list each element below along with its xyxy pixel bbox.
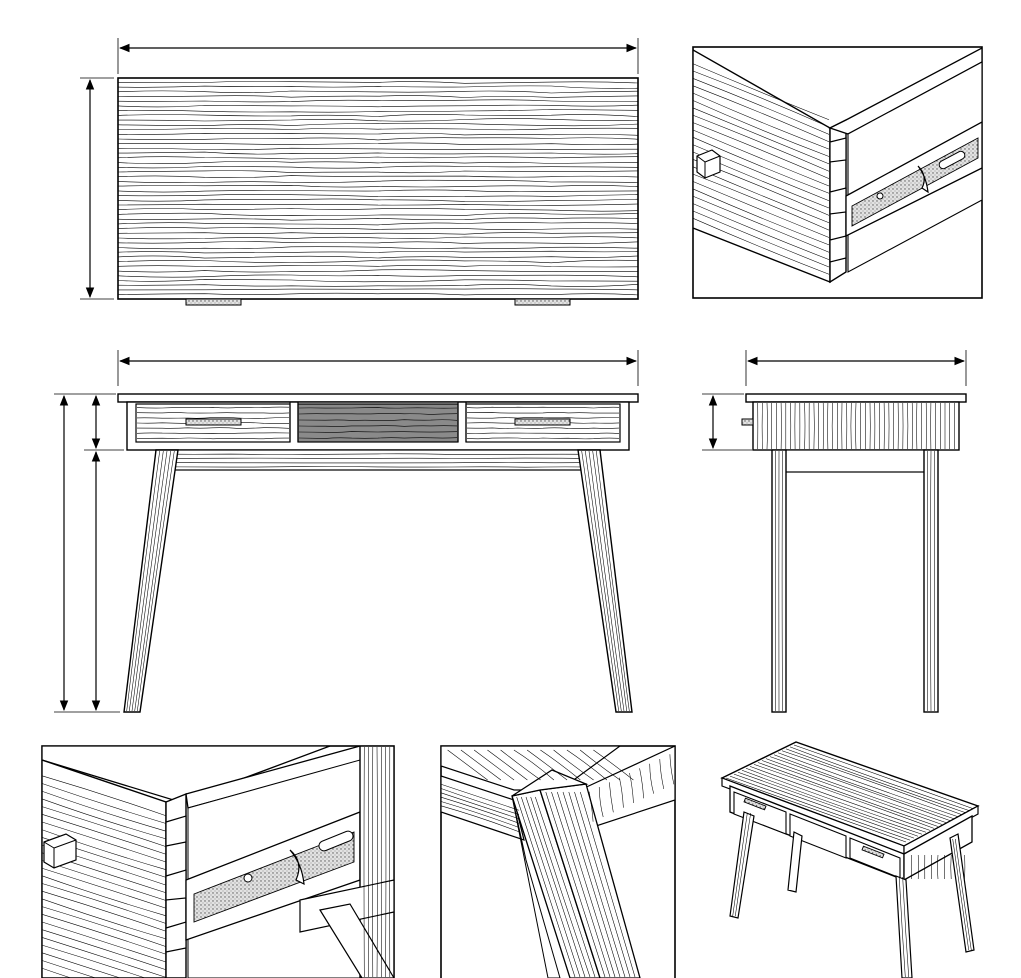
bl-top-rail — [185, 746, 394, 809]
bl-side-grain — [42, 775, 167, 978]
drawer-pull-right-top — [514, 298, 571, 306]
stretcher-grain — [156, 453, 600, 468]
iso-leg-back-left — [787, 831, 803, 893]
slide-release-lever — [917, 165, 929, 194]
iso-leg-grain — [732, 812, 972, 978]
front-tabletop — [117, 393, 639, 403]
wood-grain-top — [118, 80, 638, 296]
iso-top-side-edge — [903, 804, 979, 856]
drawer-slide-detail-top-right — [692, 46, 983, 299]
drawer-top-rail — [828, 47, 982, 135]
isometric-view — [720, 741, 980, 978]
bm-grain — [441, 749, 675, 978]
leg-joint-detail — [440, 745, 676, 978]
drawer-pull-left — [185, 418, 242, 426]
front-leg-left — [123, 449, 179, 713]
front-drawer-grain — [136, 406, 620, 440]
center-cubby — [297, 403, 459, 443]
drawer-slide-detail-bottom-left — [41, 745, 395, 978]
iso-cubby — [789, 813, 847, 859]
iso-leg-front-right — [895, 875, 913, 978]
iso-case-side — [903, 814, 973, 882]
iso-pull-right — [861, 845, 885, 859]
bl-diagonal-leg — [319, 903, 394, 978]
drawer-pull-left-top — [185, 298, 242, 306]
side-elevation — [702, 350, 967, 713]
bl-dovetails — [165, 815, 187, 953]
dovetail-joints — [829, 137, 847, 263]
bl-slide-slot — [318, 830, 354, 852]
front-leg-right — [577, 449, 633, 713]
bm-apron-left — [441, 775, 525, 841]
side-apron-grain — [757, 402, 955, 450]
slide-screw-hole — [876, 192, 884, 200]
bl-leg-grain — [363, 746, 391, 978]
side-leg-grain — [775, 450, 935, 712]
slide-slot — [938, 150, 966, 170]
bm-leg-inner — [511, 795, 561, 978]
bl-drawer-side — [42, 759, 167, 978]
drawer-pull-right — [514, 418, 571, 426]
side-tabletop — [745, 393, 967, 403]
bl-slide-stipple — [193, 831, 355, 923]
iso-pull-left — [743, 797, 767, 811]
iso-leg-back-right — [949, 833, 975, 953]
top-view — [80, 38, 639, 306]
bl-screw-hole — [243, 873, 253, 883]
drawer-pull-stub — [696, 149, 721, 179]
side-stretcher — [784, 449, 926, 473]
front-elevation — [54, 350, 639, 713]
side-pull-stub — [741, 418, 754, 426]
bl-release-lever — [289, 849, 305, 886]
iso-top-grain — [725, 744, 975, 843]
iso-leg-front-left — [729, 811, 755, 919]
front-leg-grain — [126, 450, 630, 712]
